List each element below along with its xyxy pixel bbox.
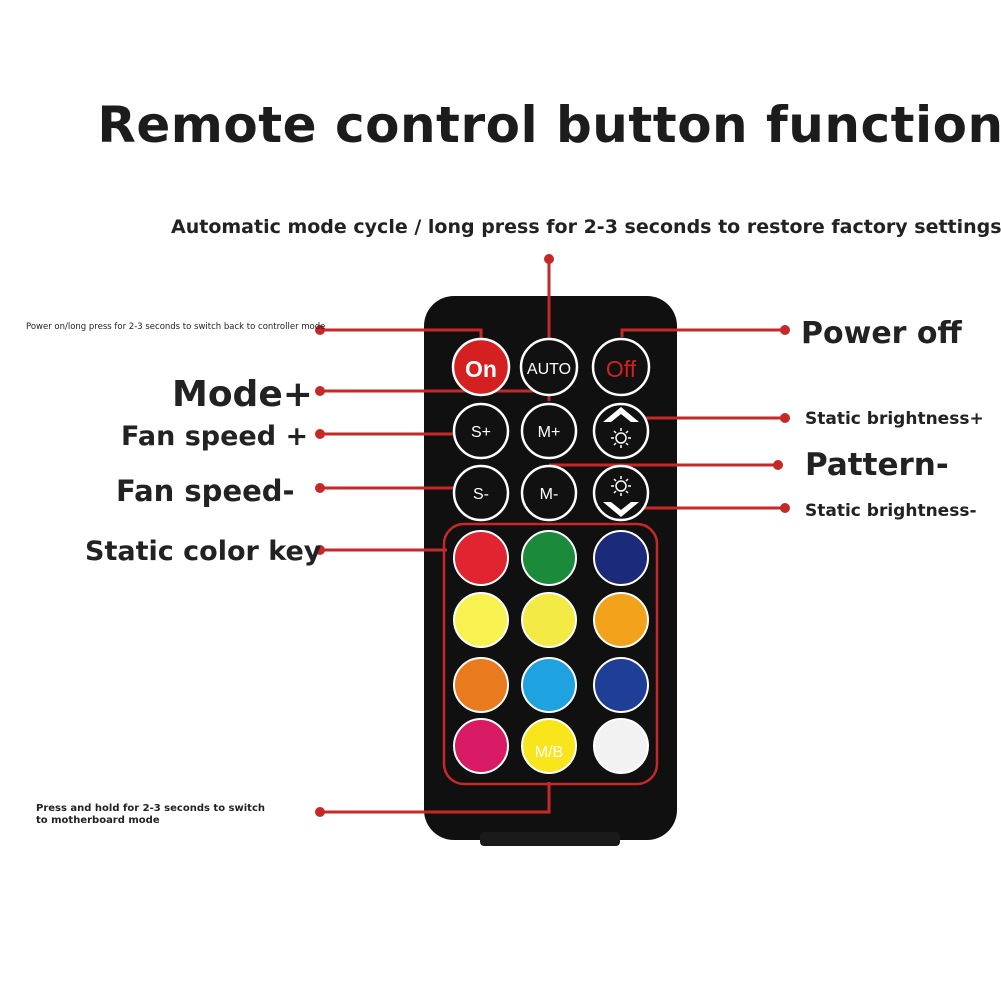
color-key-button[interactable] (453, 718, 509, 774)
label-power-on: Power on/long press for 2-3 seconds to s… (26, 322, 326, 332)
label-static-brightness-minus: Static brightness- (805, 501, 977, 521)
sun-icon (611, 476, 631, 496)
brightness-minus-button[interactable] (592, 464, 650, 522)
remote-bottom-edge (480, 832, 620, 846)
dot-auto (544, 254, 554, 264)
on-button-label: On (465, 356, 497, 382)
dot-brightness-minus (780, 503, 790, 513)
up-arrow-icon (603, 407, 639, 422)
label-fan-speed-plus: Fan speed + (121, 421, 309, 452)
leader-on (320, 328, 483, 338)
color-key-button[interactable] (593, 718, 649, 774)
color-key-button[interactable] (453, 657, 509, 713)
s-minus-label: S- (473, 486, 489, 503)
leader-off (620, 328, 785, 337)
color-key-button[interactable] (593, 592, 649, 648)
m-minus-label: M- (540, 486, 559, 503)
s-plus-button[interactable]: S+ (452, 402, 510, 460)
dot-mode-plus (315, 386, 325, 396)
label-static-brightness-plus: Static brightness+ (805, 409, 984, 429)
dot-fan-minus (315, 483, 325, 493)
label-auto: Automatic mode cycle / long press for 2-… (171, 216, 1001, 238)
dot-off (780, 325, 790, 335)
m-plus-label: M+ (538, 424, 561, 441)
down-arrow-icon (603, 502, 639, 517)
color-key-button[interactable] (453, 530, 509, 586)
m-plus-button[interactable]: M+ (520, 402, 578, 460)
label-mode-plus: Mode+ (172, 374, 313, 415)
label-fan-speed-minus: Fan speed- (116, 474, 295, 508)
off-button-label: Off (606, 356, 637, 382)
brightness-plus-button[interactable] (592, 402, 650, 460)
auto-button-label: AUTO (527, 361, 571, 378)
color-key-button[interactable] (521, 657, 577, 713)
label-power-off: Power off (801, 316, 962, 351)
off-button[interactable]: Off (591, 337, 651, 397)
page-title: Remote control button function (97, 96, 1001, 154)
s-minus-button[interactable]: S- (452, 464, 510, 522)
s-plus-label: S+ (471, 424, 491, 441)
auto-button[interactable]: AUTO (519, 337, 579, 397)
dot-fan-plus (315, 429, 325, 439)
dot-static-color (315, 545, 325, 555)
color-key-button[interactable] (521, 530, 577, 586)
color-key-button[interactable] (453, 592, 509, 648)
m-minus-button[interactable]: M- (520, 464, 578, 522)
on-button[interactable]: On (451, 337, 511, 397)
label-static-color-key: Static color key (85, 536, 322, 567)
dot-mb (315, 807, 325, 817)
leader-mb (320, 782, 551, 814)
mb-button-label: M/B (535, 744, 563, 761)
color-key-button[interactable] (521, 592, 577, 648)
color-key-button[interactable] (593, 530, 649, 586)
sun-icon (611, 428, 631, 448)
dot-brightness-plus (780, 413, 790, 423)
color-key-button[interactable] (593, 657, 649, 713)
dot-on (315, 325, 325, 335)
mb-button[interactable] (521, 718, 577, 774)
label-pattern-minus: Pattern- (805, 447, 949, 483)
dot-pattern (773, 460, 783, 470)
label-motherboard-mode: Press and hold for 2-3 seconds to switch… (36, 803, 265, 826)
